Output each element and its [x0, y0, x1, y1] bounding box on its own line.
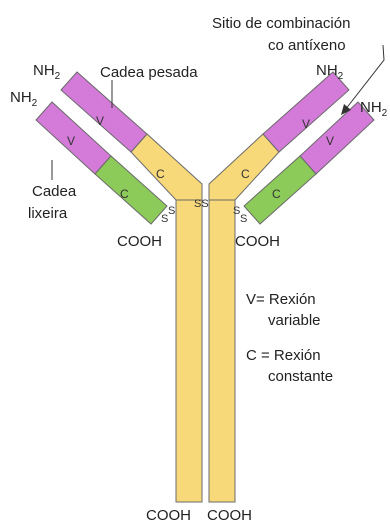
- cooh-label-right-heavy: COOH: [207, 507, 252, 524]
- right-light-v-label: V: [326, 134, 334, 148]
- disulfide-left-s2: S: [161, 213, 168, 225]
- cooh-label-left-heavy: COOH: [146, 507, 191, 524]
- cooh-label-left-light: COOH: [117, 233, 162, 250]
- right-light-c-label: C: [272, 187, 281, 201]
- left-light-c-label: C: [120, 187, 129, 201]
- legend-v-line2: variable: [268, 312, 321, 329]
- cooh-label-right-light: COOH: [235, 233, 280, 250]
- binding-site-label-line2: co antíxeno: [268, 37, 346, 54]
- right-heavy-v-label: V: [302, 117, 310, 131]
- right-heavy-c-label: C: [241, 167, 250, 181]
- legend-v-line1: V= Rexión: [246, 291, 316, 308]
- heavy-chain-stem-left: [176, 200, 202, 502]
- left-light-v-label: V: [67, 134, 75, 148]
- heavy-chain-label: Cadea pesada: [100, 64, 198, 81]
- heavy-chain-stem-right: [209, 200, 235, 502]
- nh2-label-left-heavy: NH2: [33, 62, 61, 82]
- nh2-label-left-light: NH2: [10, 89, 38, 109]
- left-heavy-v-label: V: [96, 114, 104, 128]
- binding-site-label-line1: Sitio de combinación: [212, 15, 350, 32]
- disulfide-right-s2: S: [240, 213, 247, 225]
- light-chain-label-line1: Cadea: [32, 183, 77, 200]
- disulfide-left-s1: S: [168, 205, 175, 217]
- disulfide-bond-center: SS: [194, 198, 209, 210]
- light-chain-label-line2: lixeira: [28, 205, 68, 222]
- legend-c-line2: constante: [268, 368, 333, 385]
- legend-c-line1: C = Rexión: [246, 347, 321, 364]
- left-heavy-c-label: C: [156, 167, 165, 181]
